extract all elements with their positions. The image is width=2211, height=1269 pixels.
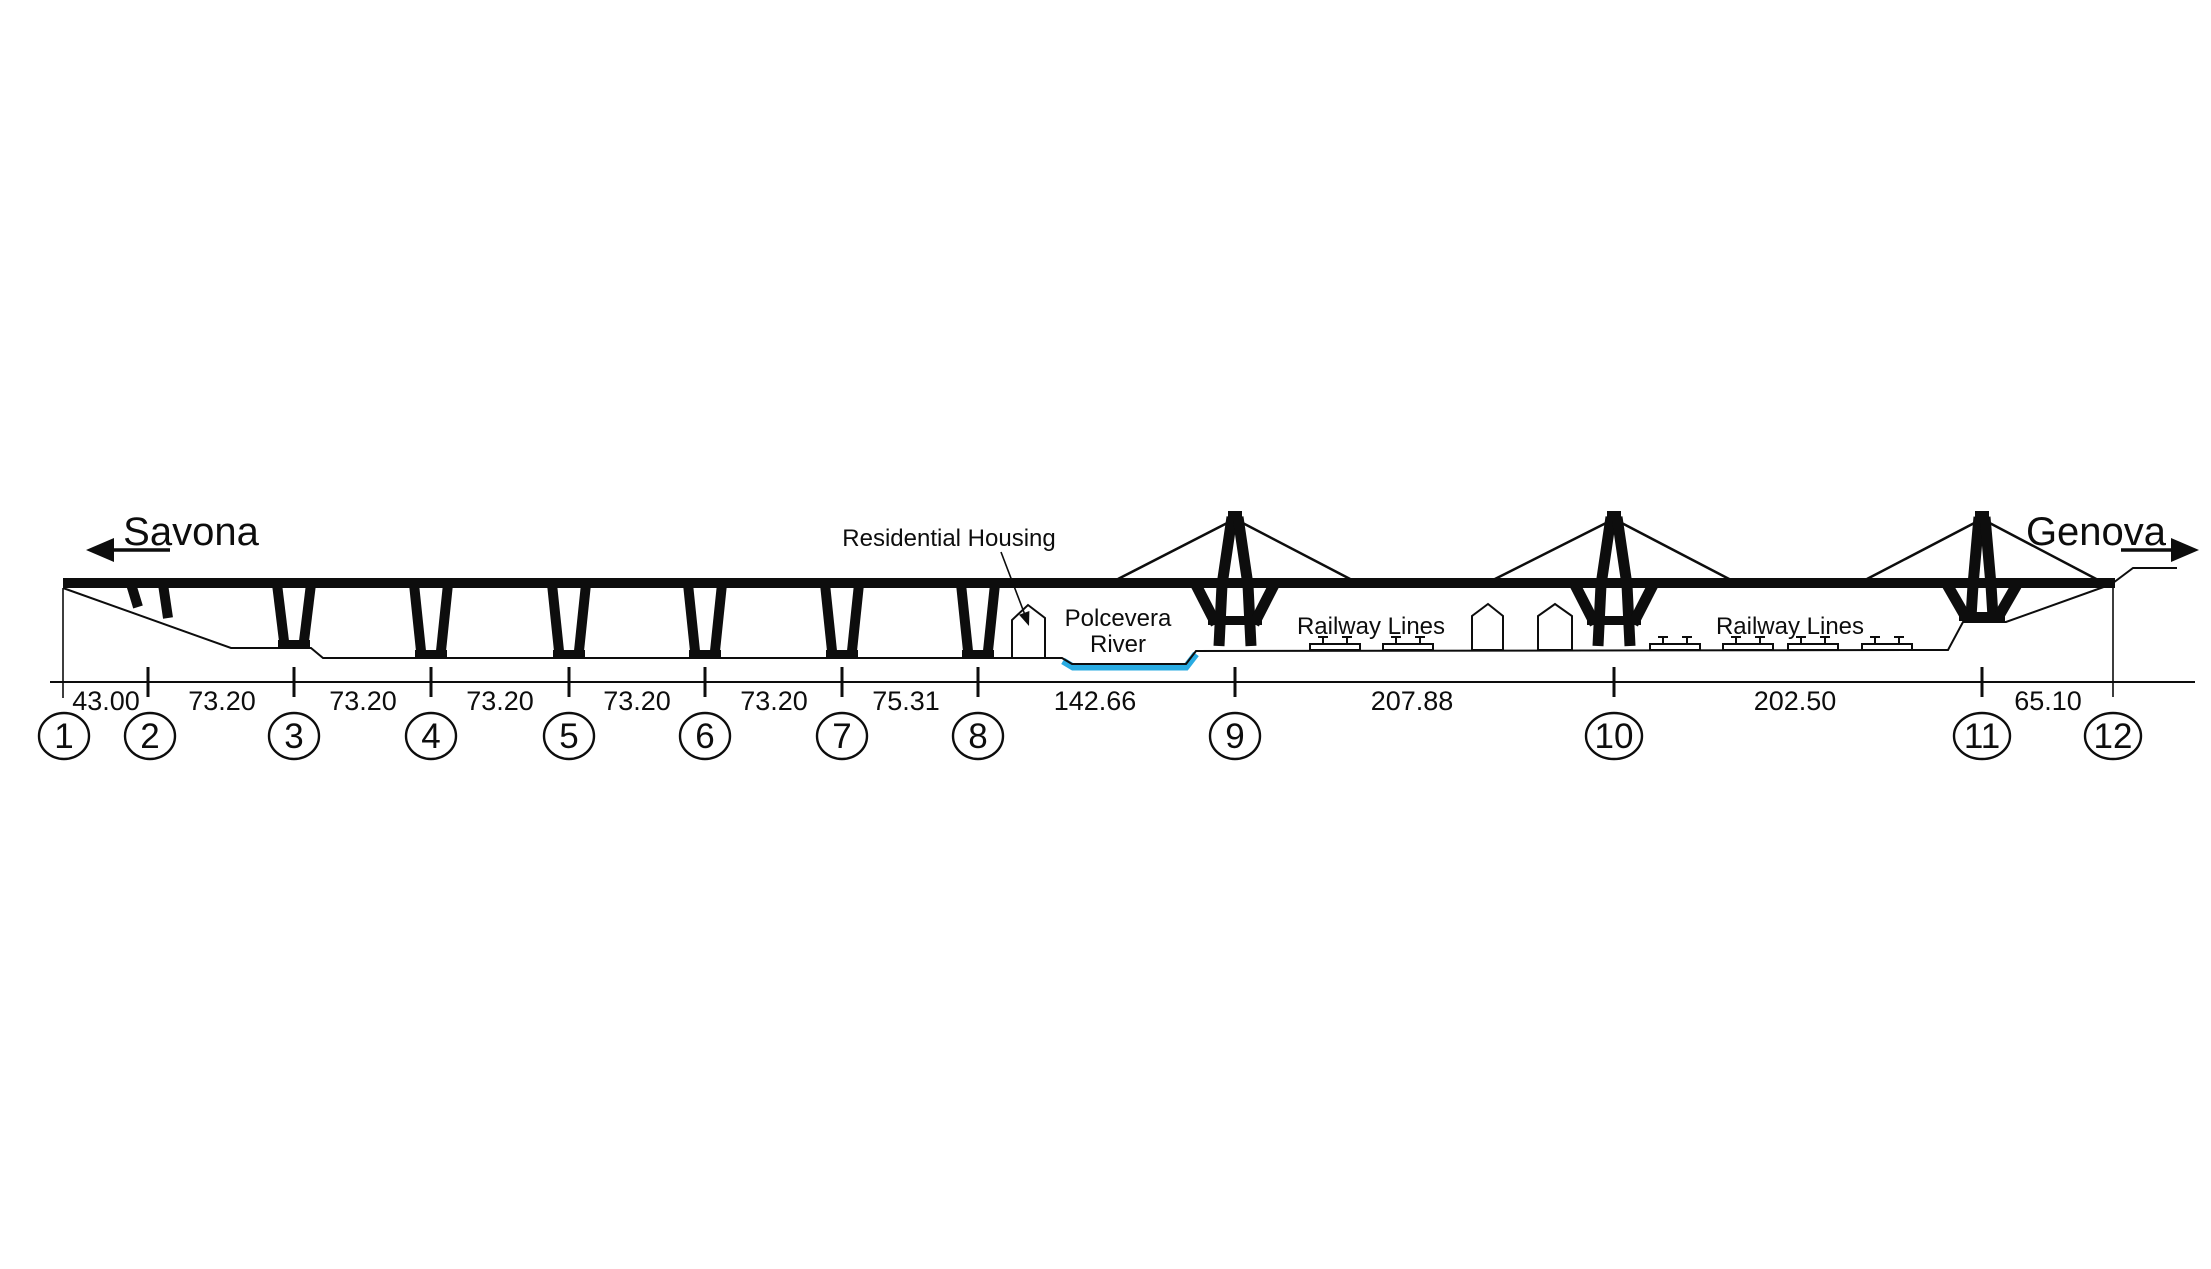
pier-marker-1: 1 [37, 711, 91, 761]
pier-number: 7 [832, 717, 851, 756]
stay-cable-right [1981, 517, 2101, 583]
tower-leg-left [1965, 516, 1985, 618]
pier-6 [683, 583, 727, 658]
railway-track-symbol [1309, 636, 1361, 651]
span-length: 43.00 [72, 686, 140, 716]
pier-marker-8: 8 [951, 711, 1005, 761]
direction-savona: Savona [86, 510, 260, 562]
pier-number: 6 [695, 717, 714, 756]
river-label-line1: Polcevera [1065, 605, 1172, 632]
tower-leg-right [1979, 516, 1999, 618]
house-left-of-tower10-b [1537, 602, 1573, 651]
span-length: 207.88 [1371, 686, 1454, 716]
pier-3 [272, 583, 316, 648]
railway-track-symbol [1861, 636, 1913, 651]
stay-cable-left [1866, 517, 1983, 581]
viaduct-piers [126, 582, 1000, 658]
pier-4 [409, 583, 453, 658]
railway-left-label: Railway Lines [1297, 613, 1445, 640]
pier-5 [547, 583, 591, 658]
savona-label: Savona [123, 510, 259, 554]
pier-marker-2: 2 [123, 711, 177, 761]
railway-track-symbol [1722, 636, 1774, 651]
tower-apex [1975, 511, 1989, 520]
tower-crossbar [1208, 616, 1262, 625]
pier-number: 3 [284, 717, 303, 756]
river-label: Polcevera River [1065, 605, 1172, 658]
leader-arrowhead [1019, 610, 1030, 626]
pier-number: 9 [1225, 717, 1244, 756]
span-length: 142.66 [1054, 686, 1137, 716]
railway-group-left: Railway Lines [1297, 613, 1445, 651]
house-residential [1011, 603, 1046, 659]
span-length: 73.20 [329, 686, 397, 716]
pier-number: 8 [968, 717, 987, 756]
pier-marker-10: 10 [1584, 711, 1644, 761]
pier-marker-4: 4 [404, 711, 458, 761]
stay-cable-left [1117, 517, 1236, 581]
genova-arrow-head [2171, 538, 2199, 562]
pier-number: 11 [1964, 717, 2000, 756]
span-length: 73.20 [603, 686, 671, 716]
railway-group-right: Railway Lines [1649, 613, 1913, 651]
stay-cable-left [1492, 517, 1615, 582]
pier-marker-6: 6 [678, 711, 732, 761]
polcevera-river [1061, 651, 1199, 671]
railway-right-label: Railway Lines [1716, 613, 1864, 640]
pier-number: 10 [1595, 717, 1634, 756]
pier-marker-12: 12 [2083, 711, 2143, 761]
pier-marker-3: 3 [267, 711, 321, 761]
span-length: 75.31 [872, 686, 940, 716]
houses [1011, 602, 1573, 659]
bridge-deck [63, 578, 2115, 588]
river-water [1061, 651, 1199, 671]
river-label-line2: River [1090, 631, 1146, 658]
annotation-residential-housing: Residential Housing [842, 525, 1056, 626]
span-length: 73.20 [188, 686, 256, 716]
pier-number: 4 [421, 717, 440, 756]
tower-apex [1607, 511, 1621, 520]
pier-2 [126, 582, 173, 619]
tower-crossbar [1959, 612, 2005, 621]
span-length: 73.20 [466, 686, 534, 716]
span-length: 73.20 [740, 686, 808, 716]
stay-cable-right [1613, 517, 1732, 582]
span-length: 65.10 [2014, 686, 2082, 716]
house-left-of-tower10 [1471, 602, 1504, 651]
pier-marker-7: 7 [815, 711, 869, 761]
tower-crossbar [1587, 616, 1641, 625]
pier-number: 5 [559, 717, 578, 756]
railway-track-symbol [1649, 636, 1701, 651]
pier-marker-5: 5 [542, 711, 596, 761]
pier-number: 12 [2094, 717, 2133, 756]
pier-marker-11: 11 [1952, 711, 2012, 761]
pier-number: 2 [140, 717, 159, 756]
direction-genova: Genova [2026, 510, 2199, 562]
span-length: 202.50 [1754, 686, 1837, 716]
railway-track-symbol [1382, 636, 1434, 651]
dimension-line-group: 43.00 73.20 73.20 73.20 73.20 73.20 75.3… [50, 584, 2195, 716]
tower-apex [1228, 511, 1242, 520]
pier-marker-9: 9 [1208, 711, 1262, 761]
railway-track-symbol [1787, 636, 1839, 651]
pier-8 [956, 583, 1000, 658]
pier-markers: 1 2 3 4 5 6 7 8 [37, 711, 2143, 761]
savona-arrow-head [86, 538, 114, 562]
pier-7 [820, 583, 864, 658]
stay-cable-right [1234, 517, 1353, 582]
residential-housing-label: Residential Housing [842, 525, 1055, 552]
genova-approach-road [2112, 567, 2177, 584]
genova-label: Genova [2026, 510, 2167, 554]
pier-number: 1 [54, 717, 73, 756]
